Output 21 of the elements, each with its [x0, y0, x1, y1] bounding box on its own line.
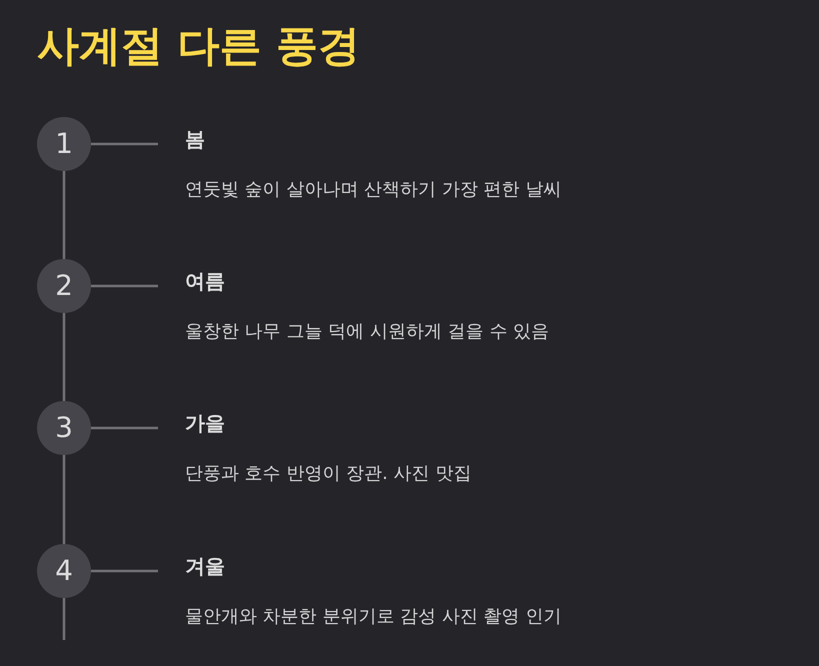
step-number: 3	[54, 410, 74, 446]
step-heading: 겨울	[185, 553, 225, 580]
connector-line	[91, 142, 158, 146]
step-description: 울창한 나무 그늘 덕에 시원하게 걸을 수 있음	[185, 320, 550, 343]
connector-line	[62, 171, 66, 259]
connector-line	[62, 313, 66, 401]
title: 사계절 다른 풍경	[37, 20, 360, 72]
step-heading: 가을	[185, 410, 225, 437]
step-description: 물안개와 차분한 분위기로 감성 사진 촬영 인기	[185, 605, 562, 628]
connector-line	[91, 426, 158, 430]
step-number: 4	[54, 553, 74, 589]
connector-line	[62, 455, 66, 544]
step-heading: 봄	[185, 126, 205, 153]
connector-line	[91, 570, 158, 572]
step-description: 연둣빛 숲이 살아나며 산책하기 가장 편한 날씨	[185, 178, 562, 201]
step-number: 1	[54, 126, 74, 162]
step-description: 단풍과 호수 반영이 장관. 사진 맛집	[185, 462, 472, 485]
connector-line	[62, 598, 66, 640]
step-heading: 여름	[185, 268, 225, 295]
connector-line	[91, 284, 158, 288]
step-number: 2	[54, 268, 74, 304]
